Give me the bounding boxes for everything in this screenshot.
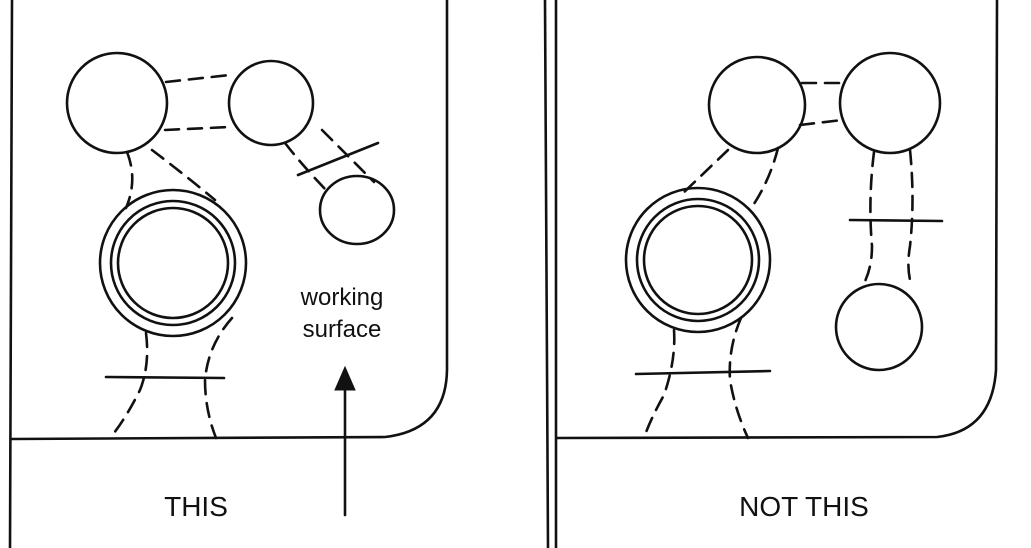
right-socket-bottom [834,282,924,372]
left-trace [203,316,234,440]
right-caption: NOT THIS [739,491,869,522]
left-trace [108,331,149,440]
left-caption: THIS [164,491,228,522]
left-socket-small [318,174,396,246]
left-socket-top-left [65,51,169,155]
left-trace [124,150,134,210]
left-cut-line [296,141,380,177]
left-panel-frame [8,0,449,548]
right-trace [798,118,844,127]
annotation-line-1: working [300,284,384,311]
right-trace [907,148,914,289]
right-socket-top-right [838,51,942,155]
right-trace [642,328,676,440]
right-socket-large-outer [624,186,772,334]
left-socket-large-core [116,206,230,320]
right-trace [728,316,750,440]
right-trace [750,146,780,209]
left-divider [543,0,550,548]
left-trace [164,73,232,84]
left-socket-large-outer [98,188,248,338]
right-trace [678,148,730,198]
right-panel-frame [554,0,999,548]
left-cut-line [104,375,226,380]
right-cut-line [848,218,944,223]
right-trace [860,150,876,289]
left-panel: working surface THIS [8,0,550,548]
left-socket-top-right [227,59,315,147]
left-trace [320,128,376,184]
right-cut-line [634,369,772,376]
right-socket-large-core [642,204,754,316]
right-panel: NOT THIS [554,0,999,548]
left-socket-large-inner [109,199,237,327]
right-socket-top-left [707,55,807,155]
left-trace [150,148,217,202]
left-trace [163,125,232,132]
right-socket-large-inner [635,197,761,323]
annotation-line-2: surface [303,316,382,343]
arrow-head-icon [334,365,356,391]
left-trace [283,141,328,192]
